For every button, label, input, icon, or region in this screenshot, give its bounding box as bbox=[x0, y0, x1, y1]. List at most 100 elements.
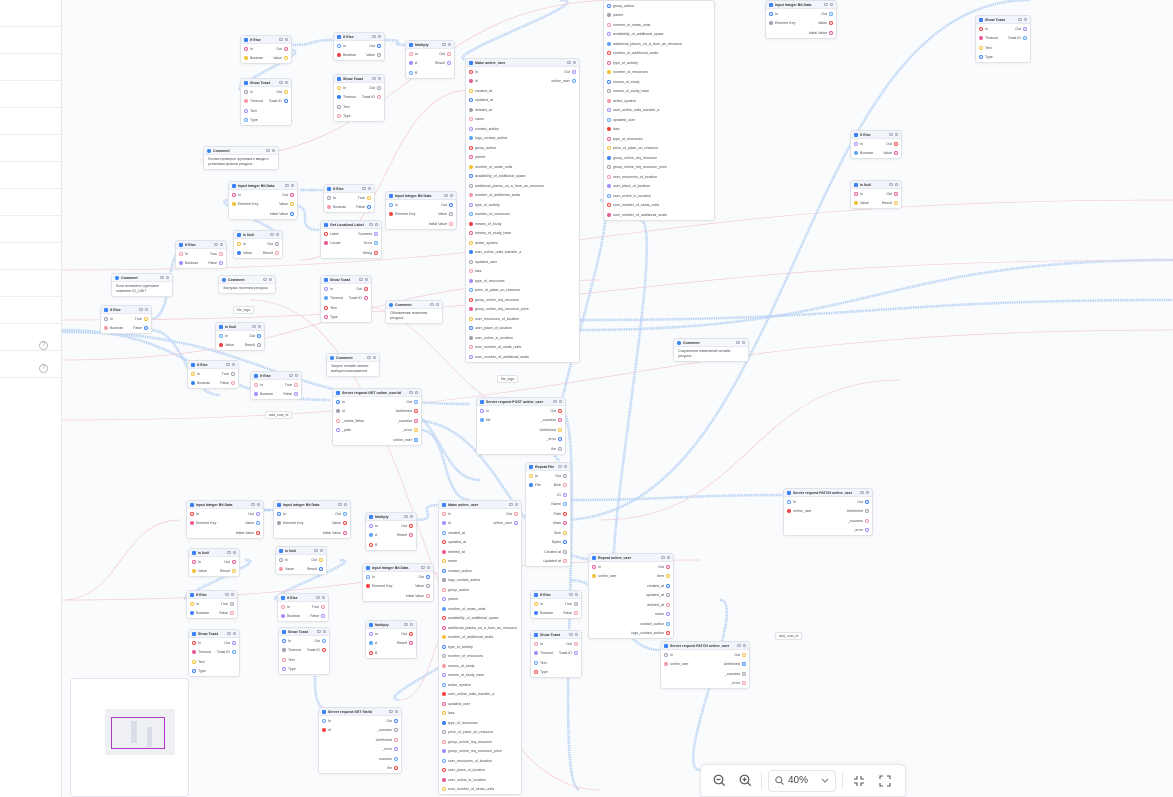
settings-icon[interactable] bbox=[266, 148, 270, 153]
input-port-icon[interactable] bbox=[442, 568, 446, 573]
close-icon[interactable] bbox=[377, 76, 381, 81]
output-port-icon[interactable] bbox=[865, 528, 869, 533]
node-header[interactable]: Input Integer Bit Data bbox=[766, 1, 836, 9]
node-header[interactable]: Comment bbox=[386, 301, 442, 309]
output-port-icon[interactable] bbox=[574, 611, 578, 616]
node-header[interactable]: Input Integer Bit Data bbox=[229, 182, 297, 190]
input-port-icon[interactable] bbox=[369, 631, 373, 636]
output-port-icon[interactable] bbox=[294, 392, 298, 397]
node-header[interactable]: Input Integer Bit Data bbox=[274, 501, 350, 509]
settings-icon[interactable] bbox=[824, 2, 828, 7]
output-port-icon[interactable] bbox=[290, 192, 294, 197]
output-port-icon[interactable] bbox=[558, 446, 562, 451]
close-icon[interactable] bbox=[367, 186, 371, 191]
input-port-icon[interactable] bbox=[336, 409, 340, 414]
close-icon[interactable] bbox=[558, 399, 562, 404]
input-port-icon[interactable] bbox=[607, 32, 611, 37]
close-icon[interactable] bbox=[741, 340, 745, 345]
input-port-icon[interactable] bbox=[324, 305, 328, 310]
input-port-icon[interactable] bbox=[369, 542, 373, 547]
input-port-icon[interactable] bbox=[787, 499, 791, 504]
output-port-icon[interactable] bbox=[894, 141, 898, 146]
output-port-icon[interactable] bbox=[374, 250, 378, 255]
input-port-icon[interactable] bbox=[337, 114, 341, 119]
output-port-icon[interactable] bbox=[321, 604, 325, 609]
close-icon[interactable] bbox=[377, 34, 381, 39]
input-port-icon[interactable] bbox=[366, 584, 370, 589]
input-port-icon[interactable] bbox=[442, 549, 446, 554]
output-port-icon[interactable] bbox=[343, 530, 347, 535]
input-port-icon[interactable] bbox=[442, 597, 446, 602]
output-port-icon[interactable] bbox=[742, 652, 746, 657]
settings-icon[interactable] bbox=[226, 362, 230, 367]
input-port-icon[interactable] bbox=[442, 540, 446, 545]
node-header[interactable]: Show Toast bbox=[241, 79, 291, 87]
settings-icon[interactable] bbox=[889, 182, 893, 187]
output-port-icon[interactable] bbox=[275, 251, 279, 256]
input-port-icon[interactable] bbox=[469, 326, 473, 331]
output-port-icon[interactable] bbox=[742, 662, 746, 667]
input-port-icon[interactable] bbox=[442, 521, 446, 526]
input-port-icon[interactable] bbox=[337, 43, 341, 48]
node-header[interactable]: If Else bbox=[851, 131, 901, 139]
settings-icon[interactable] bbox=[1018, 17, 1022, 22]
input-port-icon[interactable] bbox=[534, 641, 538, 646]
sidebar-row[interactable] bbox=[0, 243, 61, 270]
node-header[interactable]: Show Toast bbox=[279, 628, 329, 636]
input-port-icon[interactable] bbox=[469, 297, 473, 302]
input-port-icon[interactable] bbox=[534, 611, 538, 616]
settings-icon[interactable] bbox=[316, 595, 320, 600]
input-port-icon[interactable] bbox=[442, 644, 446, 649]
output-port-icon[interactable] bbox=[666, 564, 670, 569]
close-icon[interactable] bbox=[165, 275, 169, 280]
input-port-icon[interactable] bbox=[607, 70, 611, 75]
input-port-icon[interactable] bbox=[442, 654, 446, 659]
input-port-icon[interactable] bbox=[281, 614, 285, 619]
output-port-icon[interactable] bbox=[257, 343, 261, 348]
input-port-icon[interactable] bbox=[469, 136, 473, 141]
input-port-icon[interactable] bbox=[469, 98, 473, 103]
node-header[interactable]: If Else bbox=[187, 591, 237, 599]
input-port-icon[interactable] bbox=[237, 251, 241, 256]
output-port-icon[interactable] bbox=[894, 151, 898, 156]
input-port-icon[interactable] bbox=[442, 635, 446, 640]
close-icon[interactable] bbox=[572, 60, 576, 65]
input-port-icon[interactable] bbox=[469, 221, 473, 226]
close-icon[interactable] bbox=[435, 302, 439, 307]
input-port-icon[interactable] bbox=[442, 559, 446, 564]
settings-icon[interactable] bbox=[860, 490, 864, 495]
input-port-icon[interactable] bbox=[469, 155, 473, 160]
node-header[interactable]: Server request PATCH online_user bbox=[661, 642, 749, 650]
sidebar-row[interactable] bbox=[0, 324, 61, 351]
output-port-icon[interactable] bbox=[558, 427, 562, 432]
close-icon[interactable] bbox=[256, 502, 260, 507]
value-chip[interactable]: add_cust_id bbox=[265, 411, 293, 419]
node-header[interactable]: Server request PATCH online_user bbox=[784, 489, 872, 497]
input-port-icon[interactable] bbox=[442, 673, 446, 678]
input-port-icon[interactable] bbox=[442, 530, 446, 535]
input-port-icon[interactable] bbox=[469, 250, 473, 255]
input-port-icon[interactable] bbox=[469, 202, 473, 207]
sidebar-row[interactable] bbox=[0, 189, 61, 216]
output-port-icon[interactable] bbox=[409, 533, 413, 538]
input-port-icon[interactable] bbox=[607, 174, 611, 179]
node-header[interactable]: Comment bbox=[219, 276, 275, 284]
input-port-icon[interactable] bbox=[442, 777, 446, 782]
output-port-icon[interactable] bbox=[232, 640, 236, 645]
input-port-icon[interactable] bbox=[480, 408, 484, 413]
settings-icon[interactable] bbox=[289, 373, 293, 378]
output-port-icon[interactable] bbox=[144, 316, 148, 321]
output-port-icon[interactable] bbox=[666, 593, 670, 598]
